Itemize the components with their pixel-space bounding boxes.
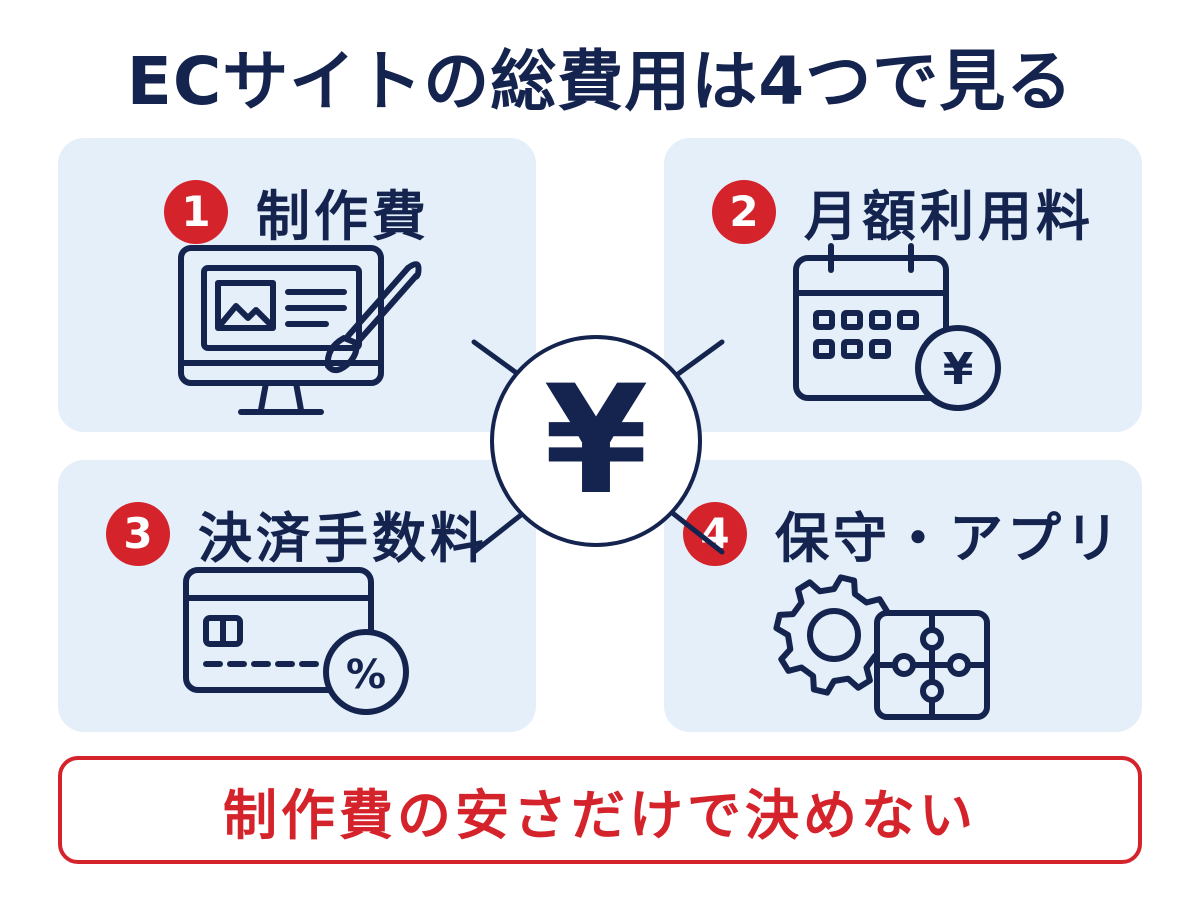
number-badge: 2 (712, 179, 776, 244)
card-payment-fee: 3 決済手数料 % (58, 460, 536, 732)
credit-card-percent-icon: % (183, 567, 409, 715)
card-label: 決済手数料 (198, 507, 488, 570)
card-header: 3 決済手数料 (58, 494, 536, 573)
gear-puzzle-icon (773, 574, 990, 720)
card-label: 制作費 (256, 185, 430, 248)
yen-icon: ¥ (490, 335, 702, 547)
card-label: 保守・アプリ (775, 507, 1123, 570)
page-title: ECサイトの総費用は4つで見る (126, 43, 1074, 120)
number-badge: 4 (683, 501, 747, 566)
bottom-message: 制作費の安さだけで決めない (58, 756, 1142, 864)
card-monthly-fee: 2 月額利用料 ¥ (664, 138, 1142, 432)
card-header: 4 保守・アプリ (664, 494, 1142, 573)
card-maintenance-apps: 4 保守・アプリ (664, 460, 1142, 732)
calendar-yen-icon: ¥ (793, 243, 1001, 411)
card-header: 1 制作費 (58, 172, 536, 251)
monitor-brush-icon (178, 245, 422, 415)
card-header: 2 月額利用料 (664, 172, 1142, 251)
number-badge: 3 (106, 501, 170, 566)
yen-icon-text: ¥ (943, 344, 974, 395)
card-production-cost: 1 制作費 (58, 138, 536, 432)
percent-icon-text: % (346, 652, 386, 698)
card-label: 月額利用料 (804, 185, 1094, 248)
number-badge: 1 (164, 179, 228, 244)
